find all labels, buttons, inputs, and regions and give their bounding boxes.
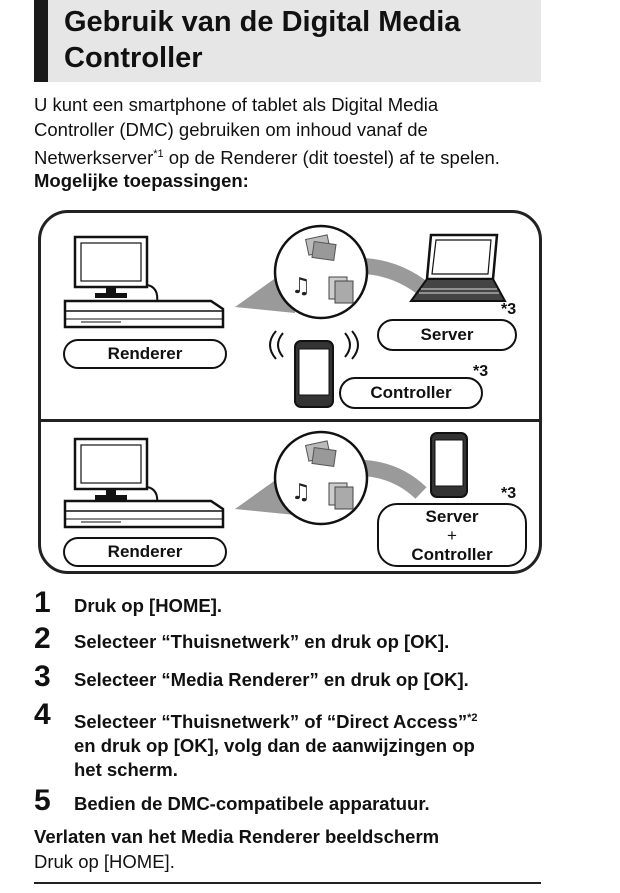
page-title: Gebruik van de Digital Media Controller <box>64 6 461 74</box>
tablet-icon <box>430 432 468 498</box>
usage-diagram: Renderer ♫ *3 Server *3 Controller <box>38 210 542 574</box>
step-text: Selecteer “Thuisnetwerk” of “Direct Acce… <box>74 706 554 782</box>
server-footnote-top: *3 <box>501 301 517 318</box>
step-number: 3 <box>34 660 51 693</box>
server-controller-line-1: Server <box>425 507 479 526</box>
applications-heading: Mogelijke toepassingen: <box>34 170 249 191</box>
step-number: 4 <box>34 698 51 731</box>
svg-text:♫: ♫ <box>291 274 311 299</box>
step-text: Selecteer “Thuisnetwerk” en druk op [OK]… <box>74 631 450 652</box>
tv-icon <box>73 235 159 304</box>
intro-line-1: U kunt een smartphone of tablet als Digi… <box>34 94 439 115</box>
step-4-line-3: het scherm. <box>74 759 178 781</box>
intro-line-2: Controller (DMC) gebruiken om inhoud van… <box>34 118 428 140</box>
server-controller-label: Server + Controller <box>377 503 527 567</box>
footnote-ref-1: *1 <box>153 148 164 160</box>
intro-line-3: Netwerkserver*1 op de Renderer (dit toes… <box>34 142 594 171</box>
wireless-signal-right-icon <box>344 330 359 360</box>
step-4-line-2: en druk op [OK], volg dan de aanwijzinge… <box>74 735 475 757</box>
smartphone-icon <box>294 340 334 408</box>
bluray-player-icon-bottom <box>63 499 225 529</box>
intro-line-3-post: op de Renderer (dit toestel) af te spele… <box>163 147 500 169</box>
step-4-line-1-text: Selecteer “Thuisnetwerk” of “Direct Acce… <box>74 711 468 733</box>
step-text: Bedien de DMC-compatibele apparatuur. <box>74 793 430 814</box>
media-content-icon-bottom: ♫ <box>273 430 369 526</box>
exit-text: Druk op [HOME]. <box>34 851 175 872</box>
footnote-ref-2: *2 <box>467 712 478 724</box>
controller-footnote: *3 <box>473 363 489 380</box>
step-number: 2 <box>34 622 51 655</box>
step-number: 5 <box>34 784 51 817</box>
step-text: Selecteer “Media Renderer” en druk op [O… <box>74 669 469 690</box>
tv-icon-bottom <box>73 437 159 506</box>
media-content-icon: ♫ <box>273 224 369 320</box>
step-4-line-1: Selecteer “Thuisnetwerk” of “Direct Acce… <box>74 706 554 734</box>
step-text: Druk op [HOME]. <box>74 595 222 616</box>
server-controller-line-2: Controller <box>411 545 493 564</box>
intro-paragraph: U kunt een smartphone of tablet als Digi… <box>34 93 594 171</box>
server-controller-plus: + <box>447 526 457 545</box>
exit-heading: Verlaten van het Media Renderer beeldsch… <box>34 826 440 847</box>
wireless-signal-left-icon <box>269 330 284 360</box>
renderer-label-bottom: Renderer <box>63 537 227 567</box>
title-block: Gebruik van de Digital Media Controller <box>34 0 541 82</box>
bluray-player-icon <box>63 299 225 329</box>
diagram-divider <box>41 419 539 422</box>
svg-text:♫: ♫ <box>291 480 311 505</box>
laptop-icon <box>409 233 507 302</box>
title-accent-bar <box>34 0 48 82</box>
server-label-top: Server <box>377 319 517 351</box>
renderer-label-top: Renderer <box>63 339 227 369</box>
intro-line-3-pre: Netwerkserver <box>34 147 154 169</box>
step-number: 1 <box>34 586 51 619</box>
server-controller-footnote: *3 <box>501 485 517 502</box>
controller-label: Controller <box>339 377 483 409</box>
bottom-rule <box>34 882 541 884</box>
